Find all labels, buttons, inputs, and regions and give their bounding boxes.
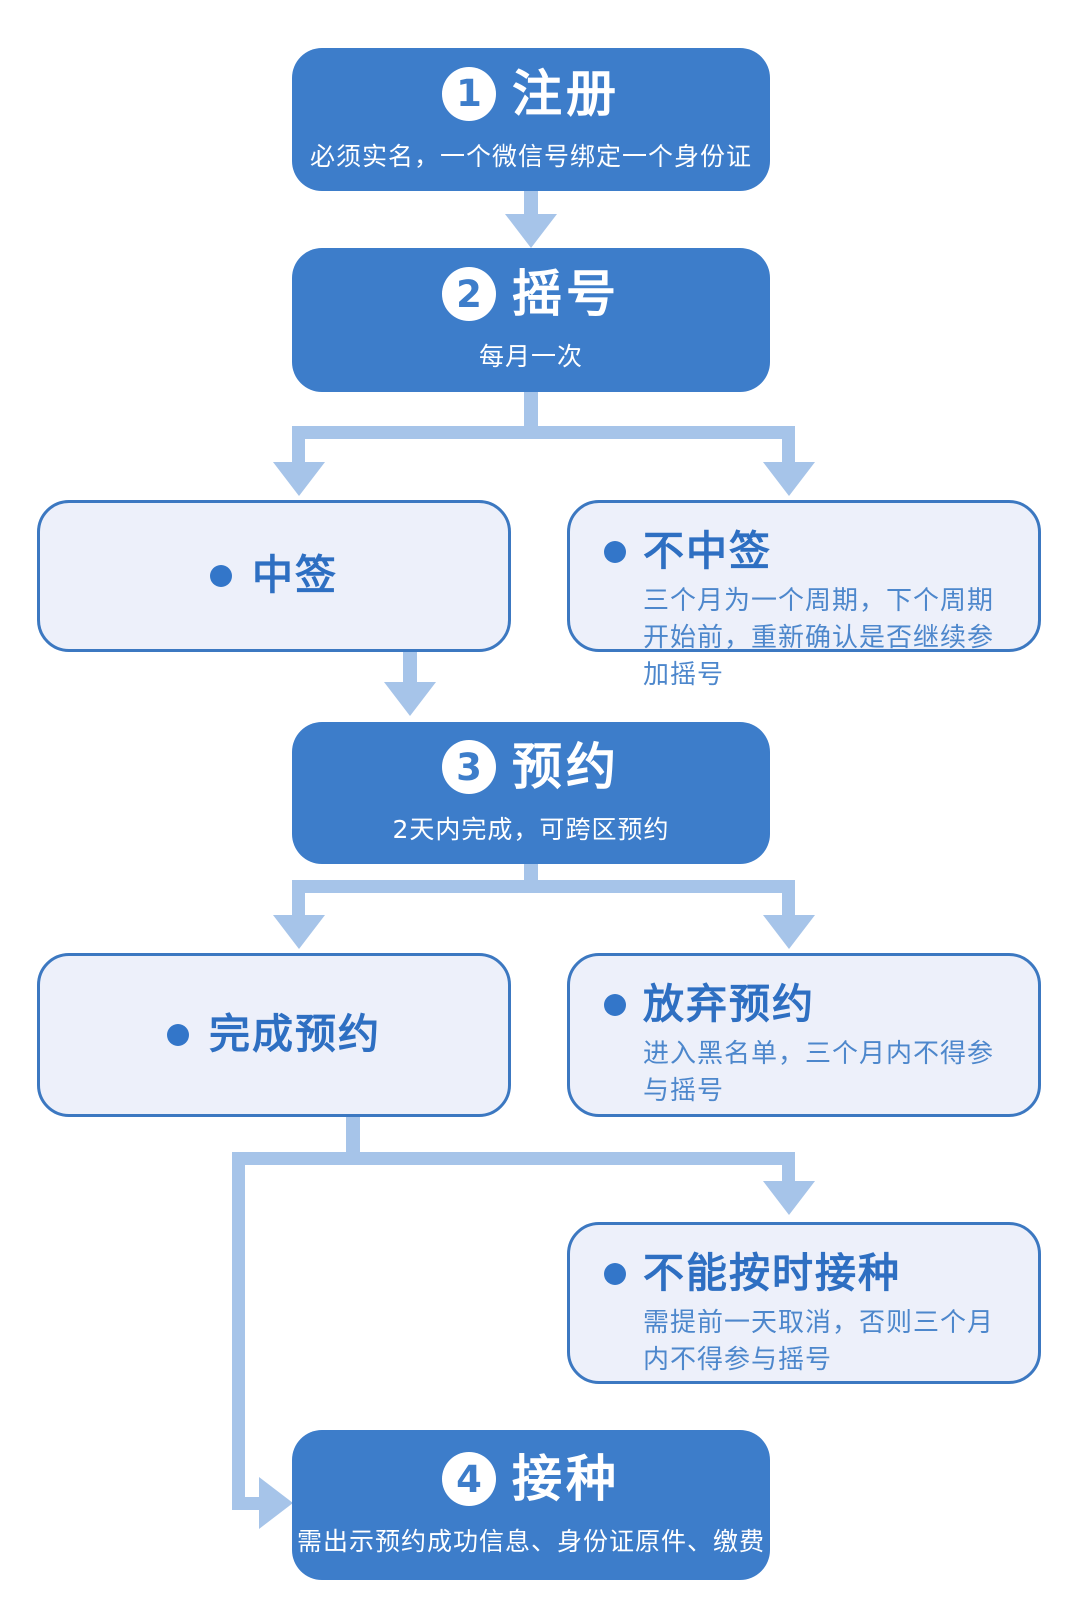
outcome-description: 三个月为一个周期，下个周期开始前，重新确认是否继续参加摇号 — [643, 586, 995, 690]
bullet-dot-icon — [604, 1262, 626, 1285]
arrow-down-icon — [763, 915, 815, 949]
step-register-header: 1 注册 — [442, 64, 620, 123]
step-subtitle: 每月一次 — [478, 342, 583, 371]
connector-segment — [292, 426, 795, 439]
outcome-title-row: 不中签 — [604, 527, 1020, 575]
outcome-title-row: 不能按时接种 — [604, 1249, 1020, 1297]
outcome-description: 需提前一天取消，否则三个月内不得参与摇号 — [643, 1308, 995, 1376]
outcome-box-win: 中签 — [37, 500, 511, 652]
connector-segment — [346, 1117, 360, 1152]
connector-segment — [524, 191, 538, 218]
step-title: 接种 — [512, 1450, 620, 1508]
step-box-vaccinate: 4 接种 需出示预约成功信息、身份证原件、缴费 — [292, 1430, 770, 1580]
connector-segment — [232, 1152, 795, 1165]
connector-segment — [292, 880, 795, 893]
connector-segment — [524, 864, 538, 880]
step-number-badge-icon: 2 — [442, 267, 496, 321]
step-box-lottery: 2 摇号 每月一次 — [292, 248, 770, 392]
outcome-title-row: 放弃预约 — [604, 980, 1020, 1028]
outcome-box-complete: 完成预约 — [37, 953, 511, 1117]
connector-segment — [782, 439, 795, 462]
step-title: 摇号 — [512, 265, 620, 323]
step-title: 注册 — [512, 64, 620, 123]
outcome-title: 中签 — [252, 551, 338, 600]
step-number-badge-icon: 4 — [442, 1452, 496, 1506]
connector-segment — [782, 1165, 795, 1181]
connector-segment — [292, 893, 305, 915]
bullet-dot-icon — [167, 1024, 189, 1046]
step-lottery-header: 2 摇号 — [442, 267, 620, 321]
step-title: 预约 — [512, 738, 620, 796]
step-number-badge-icon: 3 — [442, 740, 496, 794]
step-subtitle: 2天内完成，可跨区预约 — [392, 815, 670, 844]
bullet-dot-icon — [604, 993, 626, 1016]
connector-segment — [524, 392, 538, 426]
arrow-down-icon — [763, 1181, 815, 1215]
outcome-box-lose: 不中签 三个月为一个周期，下个周期开始前，重新确认是否继续参加摇号 — [567, 500, 1041, 690]
connector-segment — [292, 439, 305, 462]
arrow-down-icon — [763, 462, 815, 496]
outcome-title: 完成预约 — [209, 1010, 381, 1059]
arrow-down-icon — [273, 462, 325, 496]
arrow-down-icon — [505, 214, 557, 248]
bullet-dot-icon — [604, 540, 626, 563]
outcome-description: 进入黑名单，三个月内不得参与摇号 — [643, 1039, 995, 1107]
outcome-box-miss-schedule: 不能按时接种 需提前一天取消，否则三个月内不得参与摇号 — [567, 1222, 1041, 1384]
step-appointment-header: 3 预约 — [442, 740, 620, 794]
connector-segment — [782, 893, 795, 915]
outcome-box-abandon: 放弃预约 进入黑名单，三个月内不得参与摇号 — [567, 953, 1041, 1117]
step-subtitle: 需出示预约成功信息、身份证原件、缴费 — [297, 1527, 766, 1556]
step-subtitle: 必须实名，一个微信号绑定一个身份证 — [309, 141, 752, 171]
connector-segment — [232, 1165, 245, 1510]
outcome-title: 不中签 — [643, 527, 772, 575]
arrow-right-icon — [259, 1477, 293, 1529]
outcome-title: 不能按时接种 — [643, 1249, 901, 1297]
bullet-dot-icon — [210, 565, 232, 587]
step-box-appointment: 3 预约 2天内完成，可跨区预约 — [292, 722, 770, 864]
step-box-register: 1 注册 必须实名，一个微信号绑定一个身份证 — [292, 48, 770, 191]
arrow-down-icon — [273, 915, 325, 949]
arrow-down-icon — [384, 682, 436, 716]
connector-segment — [403, 652, 417, 682]
step-number-badge-icon: 1 — [442, 66, 496, 121]
connector-segment — [245, 1497, 261, 1510]
step-vaccinate-header: 4 接种 — [442, 1452, 620, 1506]
outcome-title: 放弃预约 — [643, 980, 815, 1028]
